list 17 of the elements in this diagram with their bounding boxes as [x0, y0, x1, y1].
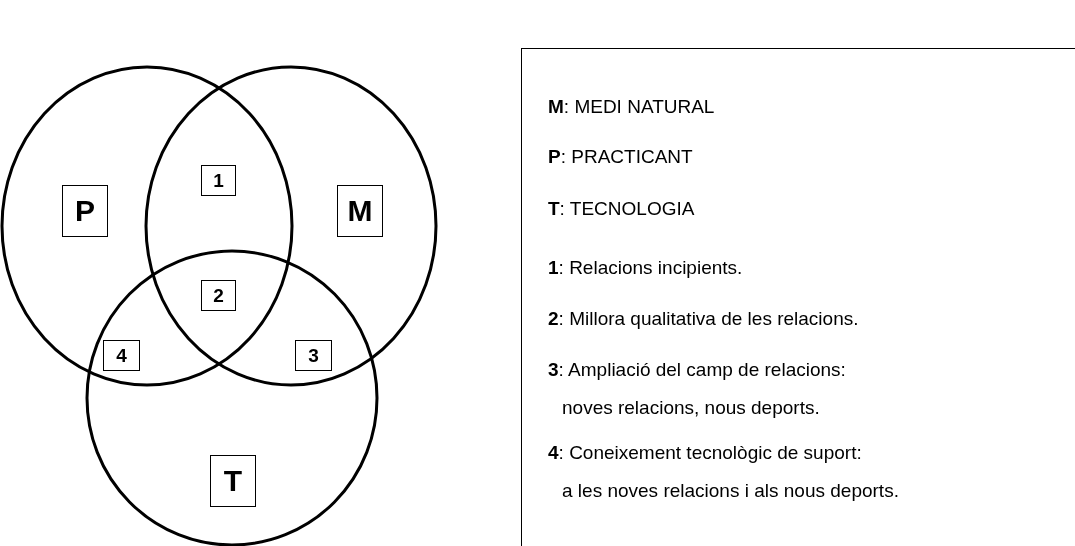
- legend-entry: 3: Ampliació del camp de relacions: noves relacions, nous deports.: [548, 358, 846, 420]
- legend-panel: [521, 48, 1075, 546]
- set-letter: P: [62, 185, 108, 237]
- region-number: 1: [201, 165, 236, 196]
- legend-entry: 4: Coneixement tecnològic de suport: a les noves relacions i als nous deports.: [548, 441, 899, 503]
- region-number: 4: [103, 340, 140, 371]
- legend-entry: T: TECNOLOGIA: [548, 197, 695, 221]
- set-circle: [0, 65, 294, 387]
- legend-entry: 1: Relacions incipients.: [548, 256, 743, 280]
- legend-entry: M: MEDI NATURAL: [548, 95, 715, 119]
- region-number: 3: [295, 340, 332, 371]
- region-number: 2: [201, 280, 236, 311]
- set-letter: M: [337, 185, 383, 237]
- legend-entry: P: PRACTICANT: [548, 145, 693, 169]
- set-circle: [144, 65, 438, 387]
- set-letter: T: [210, 455, 256, 507]
- legend-entry: 2: Millora qualitativa de les relacions.: [548, 307, 859, 331]
